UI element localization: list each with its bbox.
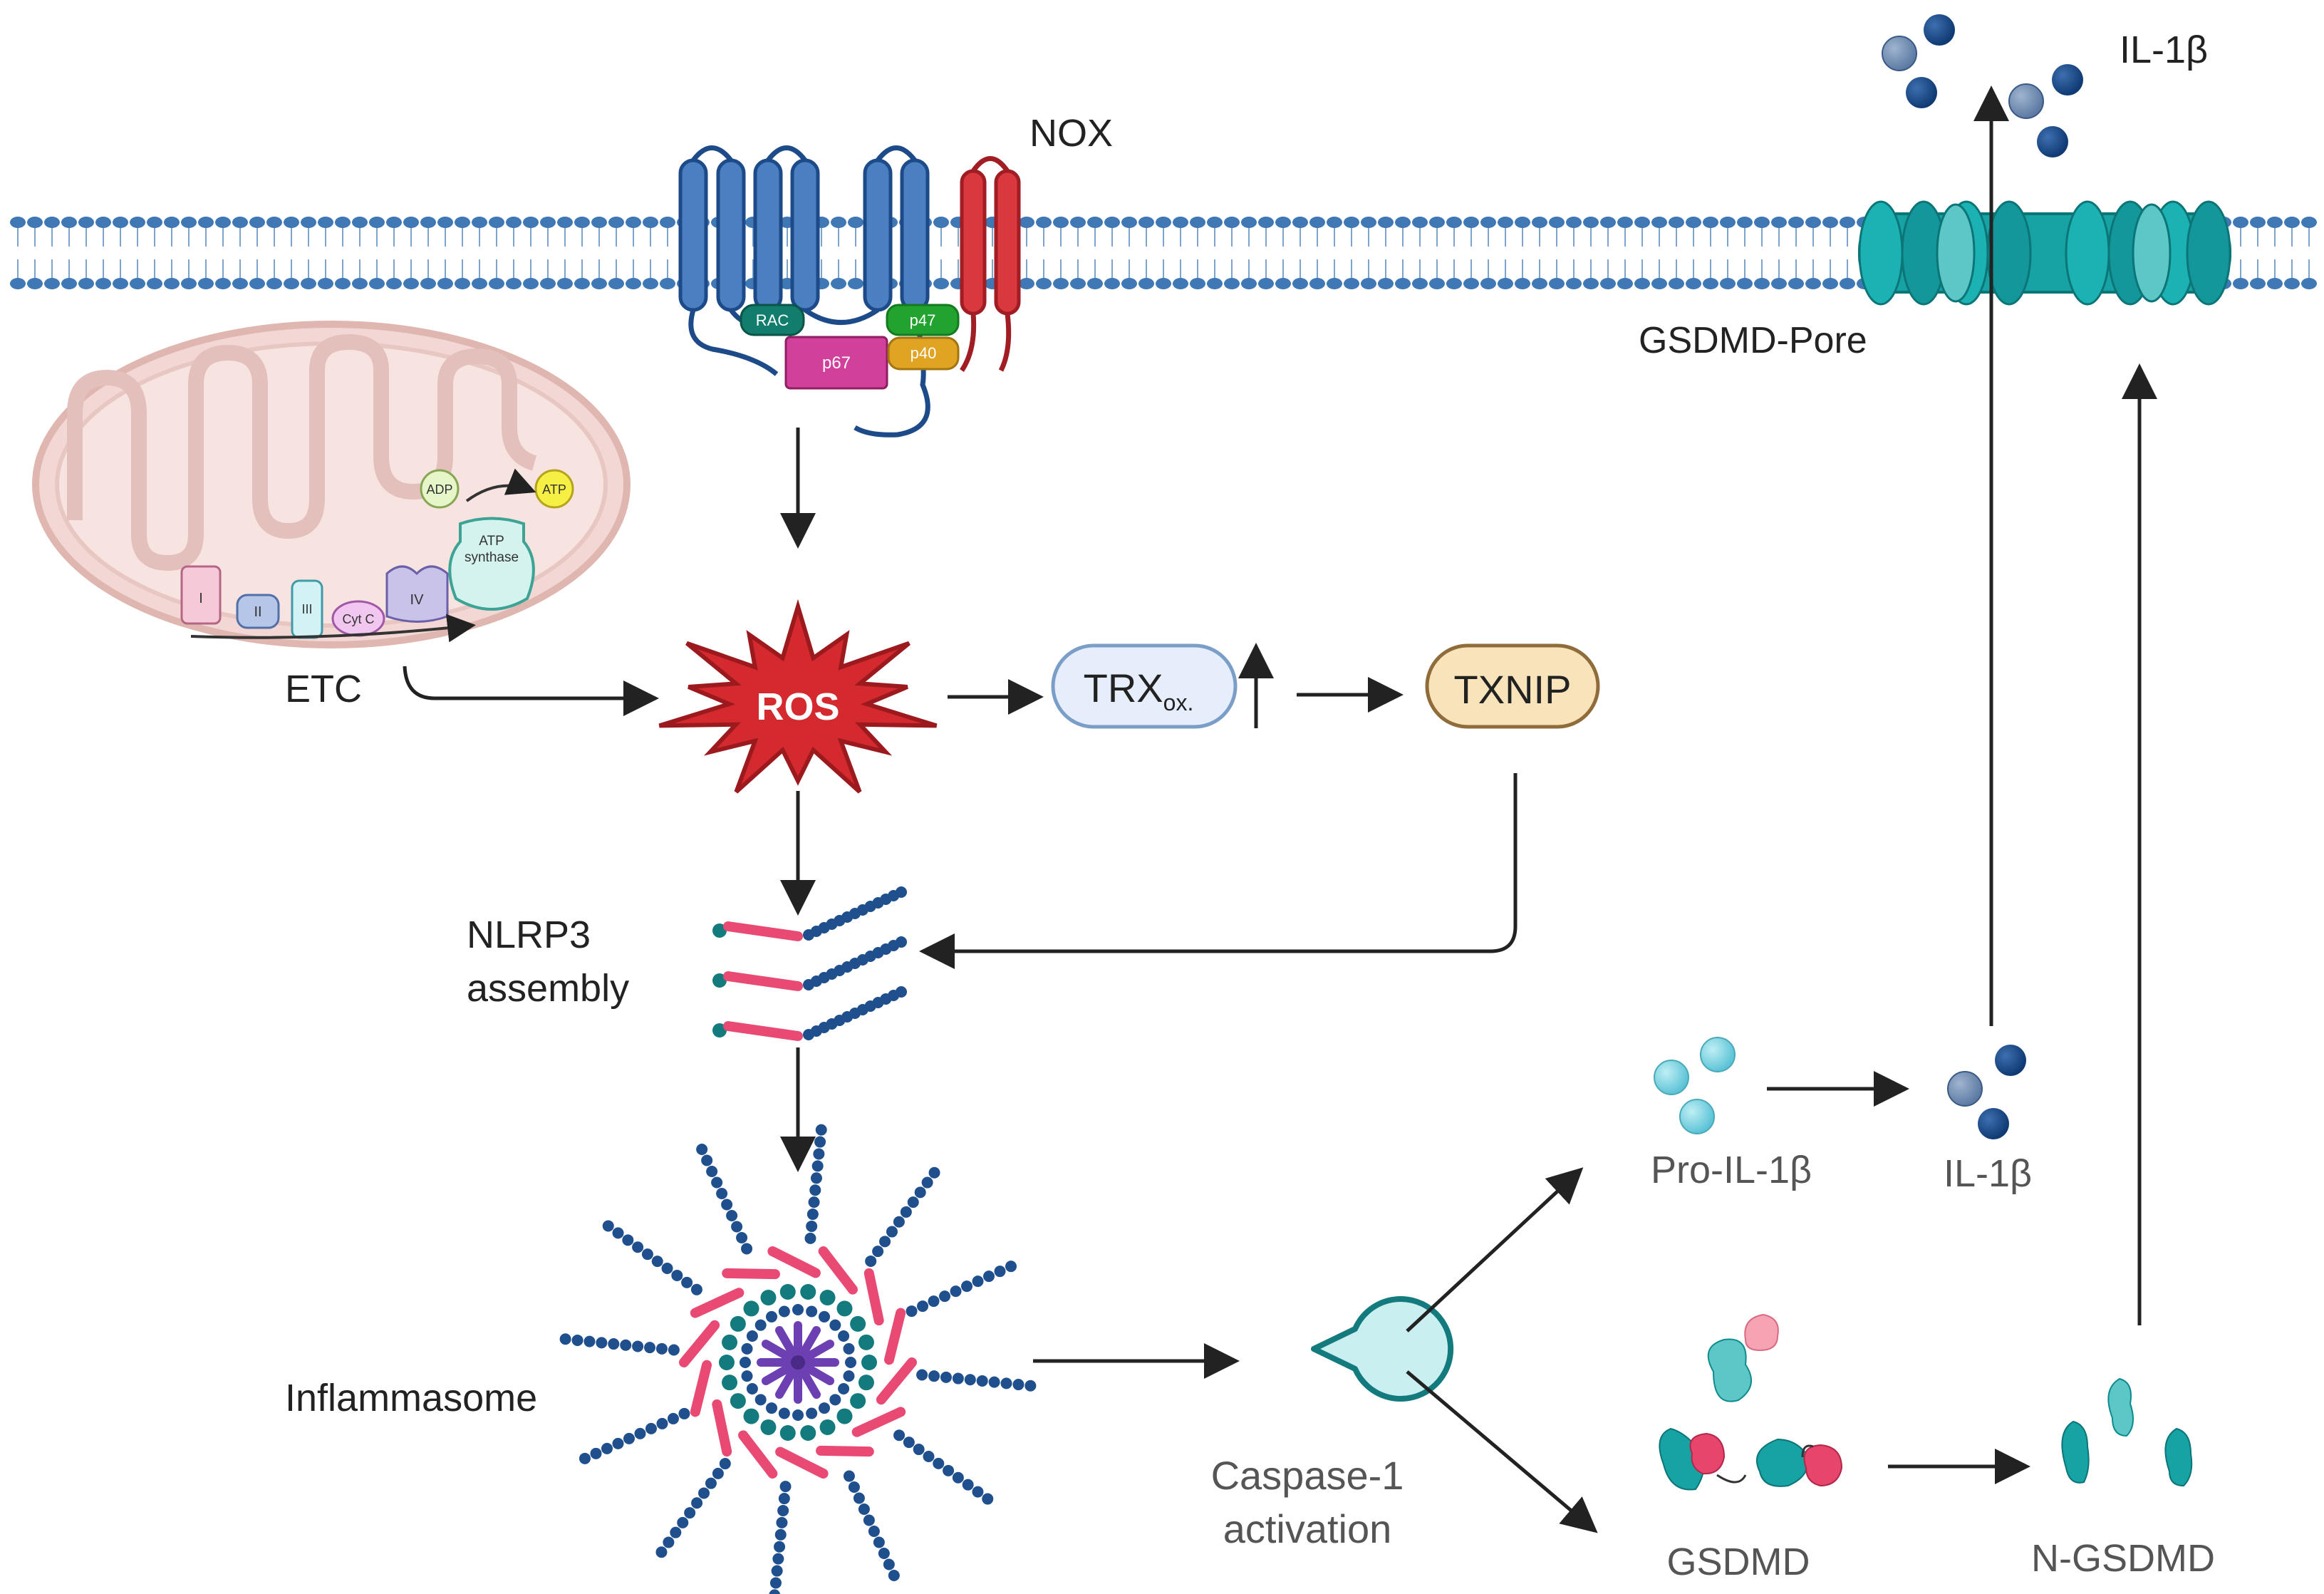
- arrow-caspase-to-pro-il1b: [1406, 1167, 1584, 1332]
- svg-text:III: III: [301, 602, 312, 616]
- trx-label: TRXox.: [1084, 666, 1194, 715]
- p67-label: p67: [822, 353, 851, 373]
- atp-synthase: [448, 517, 535, 611]
- p40-label: p40: [911, 344, 937, 362]
- arrow-caspase-to-gsdmd: [1406, 1370, 1598, 1533]
- arrow-etc-to-ros: [403, 666, 659, 716]
- complex-i: [180, 565, 222, 625]
- ros-burst: [658, 599, 938, 794]
- complex-ii: [236, 594, 280, 629]
- nox-complex: RAC p67 p47 p40: [678, 145, 1021, 438]
- complex-iv: [385, 565, 449, 623]
- p67-subunit: [784, 336, 888, 390]
- nlrp3-label-line2: assembly: [467, 967, 629, 1010]
- il1b-mid-label: IL-1β: [1944, 1152, 2032, 1195]
- il1b-secreted-cluster: [1882, 14, 2083, 157]
- svg-text:IV: IV: [410, 592, 425, 608]
- pathway-arrows: [403, 86, 2157, 1533]
- txnip-box: [1425, 643, 1600, 729]
- pro-il1b-cluster: [1654, 1037, 1736, 1134]
- pro-il1b-label: Pro-IL-1β: [1651, 1149, 1812, 1191]
- rac-label: RAC: [756, 311, 789, 329]
- il1b-top-label: IL-1β: [2120, 29, 2208, 71]
- nox-label: NOX: [1029, 112, 1113, 155]
- etc-label: ETC: [285, 668, 362, 710]
- caspase-label-line2: activation: [1223, 1506, 1392, 1551]
- svg-text:I: I: [199, 591, 203, 606]
- svg-text:II: II: [254, 604, 261, 620]
- svg-text:ADP: ADP: [426, 482, 452, 497]
- nlrp3-assembly: [712, 886, 907, 1041]
- caspase-1-icon: [1311, 1296, 1454, 1402]
- inflammasome: [559, 1124, 1037, 1594]
- n-gsdmd-label: N-GSDMD: [2031, 1537, 2215, 1580]
- gsdmd-pore: [1858, 200, 2231, 306]
- inflammasome-label: Inflammasome: [285, 1377, 537, 1419]
- svg-text:ATP: ATP: [479, 534, 504, 549]
- ros-label: ROS: [756, 685, 839, 728]
- nlrp3-label-line1: NLRP3: [467, 914, 591, 956]
- p47-label: p47: [910, 311, 936, 329]
- arrow-txnip-to-nlrp3: [919, 773, 1518, 969]
- svg-text:ATP: ATP: [542, 482, 566, 497]
- gsdmd-pore-label: GSDMD-Pore: [1639, 320, 1867, 361]
- gsdmd-label: GSDMD: [1667, 1541, 1810, 1583]
- rac-subunit: [740, 304, 805, 336]
- p40-subunit: [887, 336, 960, 371]
- il1b-mature-cluster: [1947, 1045, 2026, 1139]
- mitochondrion: I II III Cyt C IV ATP synthase ADP ATP: [32, 321, 631, 648]
- svg-text:synthase: synthase: [465, 550, 519, 565]
- txnip-label: TXNIP: [1454, 667, 1572, 712]
- caspase-label-line1: Caspase-1: [1211, 1453, 1404, 1498]
- p47-subunit: [886, 304, 960, 336]
- svg-text:Cyt C: Cyt C: [343, 612, 375, 626]
- adp-molecule: [420, 469, 460, 509]
- trx-box: [1051, 643, 1238, 729]
- n-gsdmd-proteins: [2061, 1377, 2193, 1487]
- gsdmd-proteins: [1659, 1313, 1843, 1491]
